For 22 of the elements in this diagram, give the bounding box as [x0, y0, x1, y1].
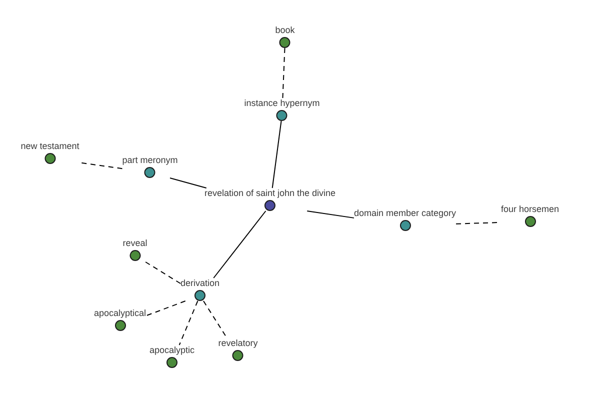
- connector-line: [272, 120, 282, 188]
- connector-line: [170, 178, 207, 188]
- dashed-connector: [78, 162, 123, 170]
- dashed-connector: [202, 300, 228, 338]
- node-label: revelation of saint john the divine: [204, 188, 336, 199]
- node-label: instance hypernym: [244, 98, 320, 109]
- node-label: apocalyptic: [149, 345, 195, 356]
- node-label: derivation: [180, 278, 220, 289]
- node-label: apocalyptical: [94, 308, 146, 319]
- node-label: domain member category: [354, 208, 456, 219]
- dashed-connector: [282, 48, 286, 98]
- dashed-connector: [178, 300, 198, 346]
- node-label: part meronym: [122, 155, 178, 166]
- node-label: four horsemen: [500, 204, 560, 215]
- dashed-connector: [146, 300, 186, 316]
- node-label: reveal: [122, 238, 148, 249]
- node-label: book: [275, 25, 295, 36]
- node-label: new testament: [20, 141, 80, 152]
- connector-line: [213, 210, 266, 278]
- dashed-connector: [143, 260, 181, 284]
- node-label: revelatory: [218, 338, 258, 349]
- connector-line: [306, 210, 354, 218]
